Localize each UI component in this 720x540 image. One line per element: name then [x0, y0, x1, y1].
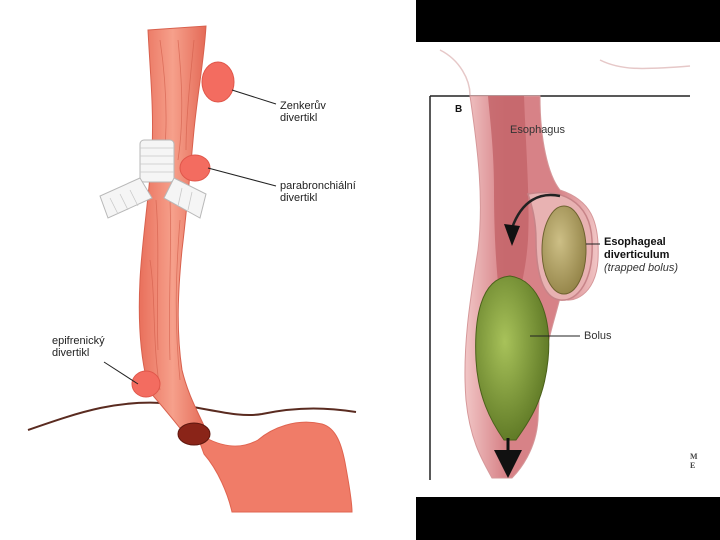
- right-diverticulum-diagram: [416, 0, 720, 540]
- diversion-arrowhead: [504, 224, 520, 246]
- label-esophagus: Esophagus: [510, 124, 566, 136]
- trachea: [99, 139, 207, 219]
- main-bolus: [475, 275, 550, 441]
- left-esophagus-diagram: [27, 25, 357, 513]
- label-diverticulum-line3: (trapped bolus): [604, 262, 678, 274]
- parabronchial-diverticulum: [179, 154, 211, 182]
- bottom-black-bar: [416, 497, 720, 540]
- label-epiphrenic-line1: epifrenický: [52, 335, 105, 347]
- lower-sphincter: [177, 422, 211, 446]
- label-diverticulum-line2: diverticulum: [604, 249, 670, 261]
- label-parabronchial-line1: parabronchiální: [280, 180, 356, 192]
- esophagus-lumen: [488, 96, 529, 300]
- downward-arrow-head: [494, 450, 522, 478]
- label-zenker-line2: divertikl: [280, 112, 318, 124]
- label-zenker-line1: Zenkerův: [280, 100, 326, 112]
- label-epiphrenic-line2: divertikl: [52, 347, 90, 359]
- epiphrenic-leader: [103, 361, 139, 385]
- epiphrenic-diverticulum: [131, 370, 161, 398]
- tracheal-rings: [109, 147, 193, 215]
- diaphragm-line: [27, 401, 357, 431]
- background-contour: [439, 49, 691, 96]
- publisher-seal: M E: [690, 452, 698, 470]
- panel-letter: B: [455, 104, 463, 115]
- label-parabronchial-line2: divertikl: [280, 192, 318, 204]
- zenker-leader: [231, 89, 277, 105]
- trapped-bolus: [541, 205, 587, 295]
- diversion-arrow: [510, 193, 561, 229]
- stomach: [195, 421, 353, 513]
- top-black-bar: [416, 0, 720, 42]
- label-bolus: Bolus: [584, 330, 612, 342]
- zenker-diverticulum: [201, 61, 235, 103]
- parabronchial-leader: [207, 167, 277, 187]
- label-diverticulum-line1: Esophageal: [604, 236, 666, 248]
